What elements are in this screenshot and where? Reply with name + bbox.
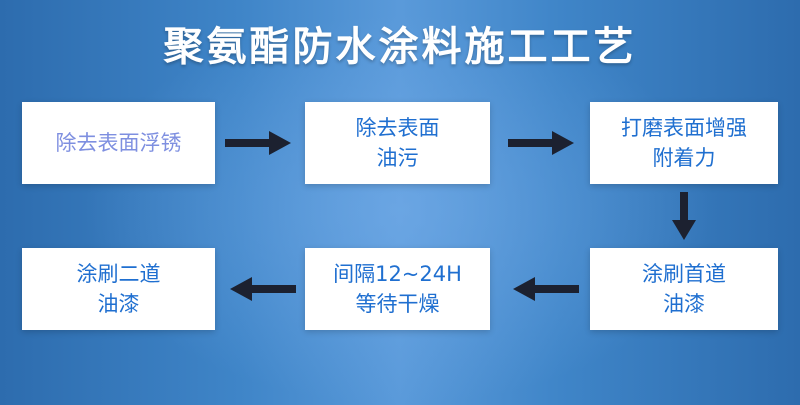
arrow-left-icon bbox=[513, 277, 579, 301]
step-sand-surface: 打磨表面增强 附着力 bbox=[590, 102, 778, 184]
step-label: 打磨表面增强 附着力 bbox=[621, 116, 747, 170]
step-remove-oil: 除去表面 油污 bbox=[305, 102, 490, 184]
step-first-coat: 涂刷首道 油漆 bbox=[590, 248, 778, 330]
arrow-right-icon bbox=[508, 131, 574, 155]
step-remove-rust: 除去表面浮锈 bbox=[22, 102, 215, 184]
arrow-down-icon bbox=[672, 192, 696, 240]
step-label: 涂刷二道 油漆 bbox=[76, 262, 161, 316]
arrow-right-icon bbox=[225, 131, 291, 155]
page-title: 聚氨酯防水涂料施工工艺 bbox=[163, 24, 637, 70]
step-wait-dry: 间隔12~24H 等待干燥 bbox=[305, 248, 490, 330]
arrow-left-icon bbox=[230, 277, 296, 301]
step-label: 除去表面 油污 bbox=[355, 116, 440, 170]
step-label: 涂刷首道 油漆 bbox=[642, 262, 726, 316]
step-second-coat: 涂刷二道 油漆 bbox=[22, 248, 215, 330]
step-label: 间隔12~24H 等待干燥 bbox=[333, 262, 462, 316]
step-label: 除去表面浮锈 bbox=[55, 131, 182, 155]
